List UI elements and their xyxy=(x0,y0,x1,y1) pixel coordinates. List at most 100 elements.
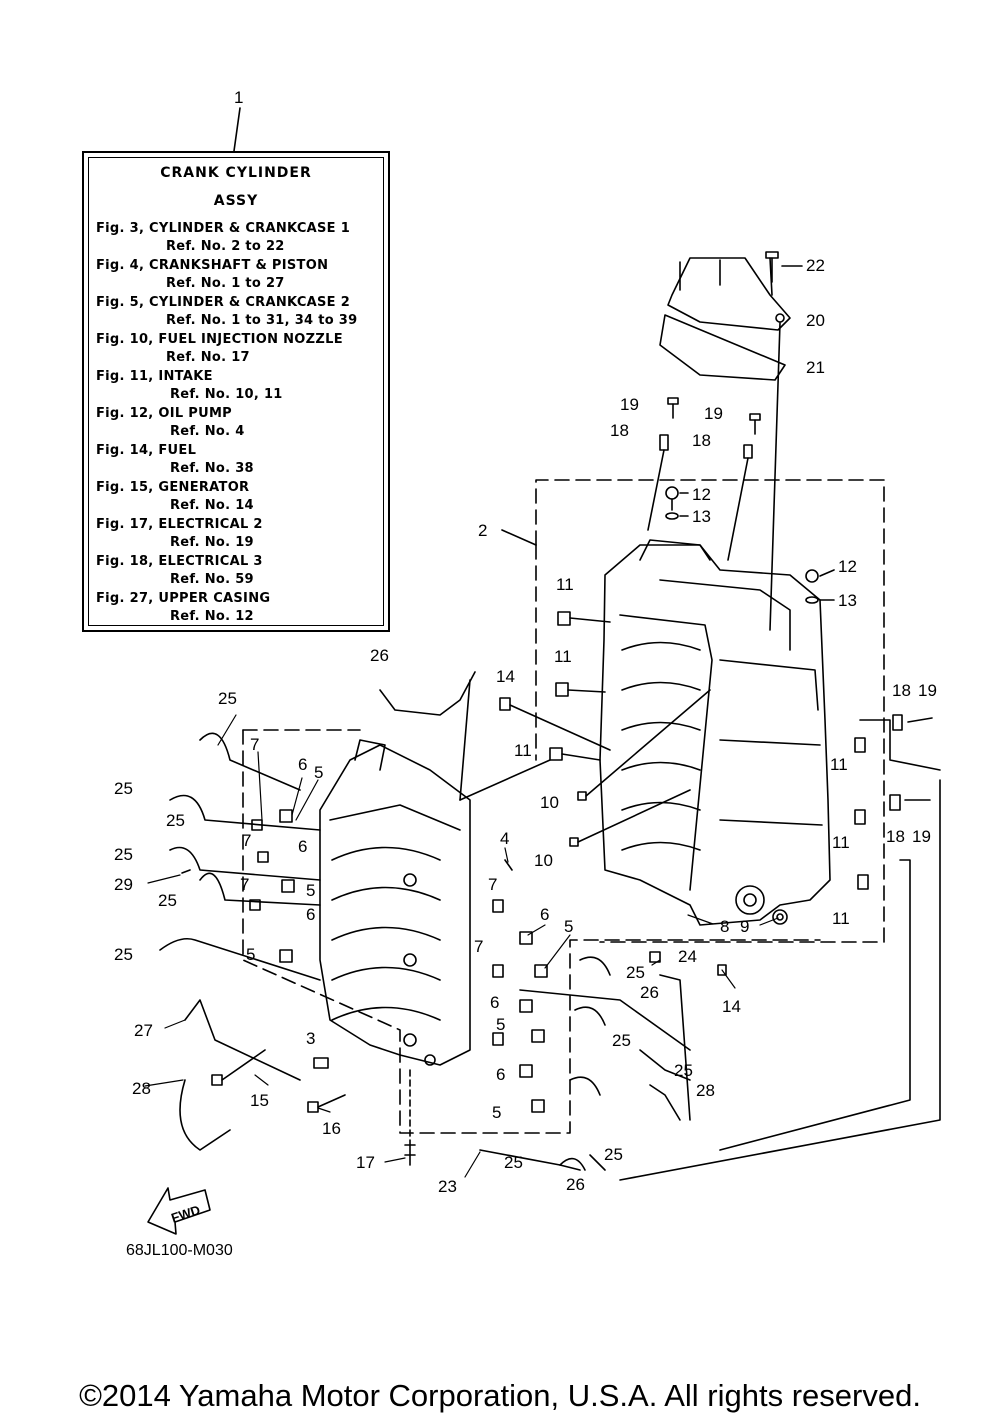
callout-5: 5 xyxy=(492,1103,501,1122)
copyright-notice: ©2014 Yamaha Motor Corporation, U.S.A. A… xyxy=(79,1378,921,1413)
callout-26: 26 xyxy=(640,983,659,1002)
legend-subtitle: ASSY xyxy=(213,193,259,209)
legend-line: Fig. 4, CRANKSHAFT & PISTON xyxy=(96,258,329,273)
callout-18: 18 xyxy=(692,431,711,450)
callout-8: 8 xyxy=(720,917,729,936)
callout-15: 15 xyxy=(250,1091,269,1110)
callout-6: 6 xyxy=(306,905,315,924)
fwd-arrow-icon xyxy=(147,1187,211,1235)
callout-16: 16 xyxy=(322,1119,341,1138)
legend-line: Fig. 18, ELECTRICAL 3 xyxy=(96,554,263,569)
legend-line: Fig. 15, GENERATOR xyxy=(96,480,250,495)
callout-11: 11 xyxy=(556,575,574,594)
callout-4: 4 xyxy=(500,829,509,848)
legend-line: Ref. No. 59 xyxy=(170,572,254,587)
legend-line: Fig. 12, OIL PUMP xyxy=(96,406,233,421)
legend-line: Ref. No. 10, 11 xyxy=(170,387,283,402)
callout-18: 18 xyxy=(892,681,911,700)
callout-11: 11 xyxy=(832,833,850,852)
callout-14: 14 xyxy=(722,997,741,1016)
callout-5: 5 xyxy=(564,917,573,936)
callout-5: 5 xyxy=(306,881,315,900)
callout-25: 25 xyxy=(114,845,133,864)
callout-18: 18 xyxy=(610,421,629,440)
callout-25: 25 xyxy=(604,1145,623,1164)
callout-25: 25 xyxy=(114,779,133,798)
legend-line: Ref. No. 14 xyxy=(170,498,254,513)
legend-line: Fig. 5, CYLINDER & CRANKCASE 2 xyxy=(96,295,351,310)
callout-6: 6 xyxy=(490,993,499,1012)
callout-9: 9 xyxy=(740,917,749,936)
callout-11: 11 xyxy=(554,647,572,666)
dashed-group-box-2 xyxy=(535,479,885,943)
callout-28: 28 xyxy=(132,1079,151,1098)
legend-line: Ref. No. 12 xyxy=(170,609,254,624)
callout-19: 19 xyxy=(912,827,931,846)
legend-line: Fig. 10, FUEL INJECTION NOZZLE xyxy=(96,332,343,347)
callout-25: 25 xyxy=(218,689,237,708)
legend-line: Ref. No. 4 xyxy=(170,424,245,439)
top-cover xyxy=(659,257,791,631)
callout-27: 27 xyxy=(134,1021,153,1040)
callout-6: 6 xyxy=(496,1065,505,1084)
callout-7: 7 xyxy=(242,831,251,850)
callout-29: 29 xyxy=(114,875,133,894)
callout-26: 26 xyxy=(566,1175,585,1194)
callout-19: 19 xyxy=(620,395,639,414)
callout-21: 21 xyxy=(806,358,825,377)
legend-line: Fig. 27, UPPER CASING xyxy=(96,591,271,606)
legend-line: Fig. 3, CYLINDER & CRANKCASE 1 xyxy=(96,221,351,236)
legend-title: CRANK CYLINDER xyxy=(160,165,312,181)
callout-17: 17 xyxy=(356,1153,375,1172)
callout-5: 5 xyxy=(246,945,255,964)
callout-11: 11 xyxy=(832,909,850,928)
legend-line: Ref. No. 2 to 22 xyxy=(166,239,285,254)
callout-6: 6 xyxy=(298,837,307,856)
dashed-group-box-cylinder xyxy=(242,729,821,1134)
crankcase-body xyxy=(599,539,831,926)
callout-23: 23 xyxy=(438,1177,457,1196)
callout-6: 6 xyxy=(298,755,307,774)
leader-line-1 xyxy=(233,107,241,152)
small-parts xyxy=(181,809,548,1166)
callout-19: 19 xyxy=(918,681,937,700)
callout-2: 2 xyxy=(478,521,487,540)
callout-13: 13 xyxy=(692,507,711,526)
legend-line: Ref. No. 17 xyxy=(166,350,250,365)
legend-box: CRANK CYLINDER ASSY Fig. 3, CYLINDER & C… xyxy=(82,151,390,632)
callout-13: 13 xyxy=(838,591,857,610)
callout-12: 12 xyxy=(692,485,711,504)
callout-22: 22 xyxy=(806,256,825,275)
callout-numbers: 22 20 21 19 18 19 18 12 13 12 13 2 11 11… xyxy=(114,256,937,1196)
callout-10: 10 xyxy=(534,851,553,870)
callout-1: 1 xyxy=(234,88,244,107)
callout-3: 3 xyxy=(306,1029,315,1048)
legend-line: Ref. No. 1 to 27 xyxy=(166,276,285,291)
callout-18: 18 xyxy=(886,827,905,846)
fitting-parts xyxy=(459,611,941,1181)
legend-line: Fig. 14, FUEL xyxy=(96,443,197,458)
callout-11: 11 xyxy=(514,741,532,760)
callout-5: 5 xyxy=(496,1015,505,1034)
callout-19: 19 xyxy=(704,404,723,423)
callout-7: 7 xyxy=(474,937,483,956)
callout-leaders xyxy=(144,714,779,1178)
callout-25: 25 xyxy=(612,1031,631,1050)
callout-25: 25 xyxy=(158,891,177,910)
callout-24: 24 xyxy=(678,947,697,966)
callout-7: 7 xyxy=(250,735,259,754)
callout-25: 25 xyxy=(166,811,185,830)
legend-line: Fig. 11, INTAKE xyxy=(96,369,213,384)
bolt-parts xyxy=(647,251,835,604)
callout-25: 25 xyxy=(626,963,645,982)
legend-line: Ref. No. 1 to 31, 34 to 39 xyxy=(166,313,358,328)
legend-line: Ref. No. 19 xyxy=(170,535,254,550)
callout-25: 25 xyxy=(504,1153,523,1172)
callout-26: 26 xyxy=(370,646,389,665)
legend-line: Fig. 17, ELECTRICAL 2 xyxy=(96,517,263,532)
callout-11: 11 xyxy=(830,755,848,774)
figure-code: 68JL100-M030 xyxy=(126,1242,233,1259)
callout-6: 6 xyxy=(540,905,549,924)
callout-14: 14 xyxy=(496,667,515,686)
